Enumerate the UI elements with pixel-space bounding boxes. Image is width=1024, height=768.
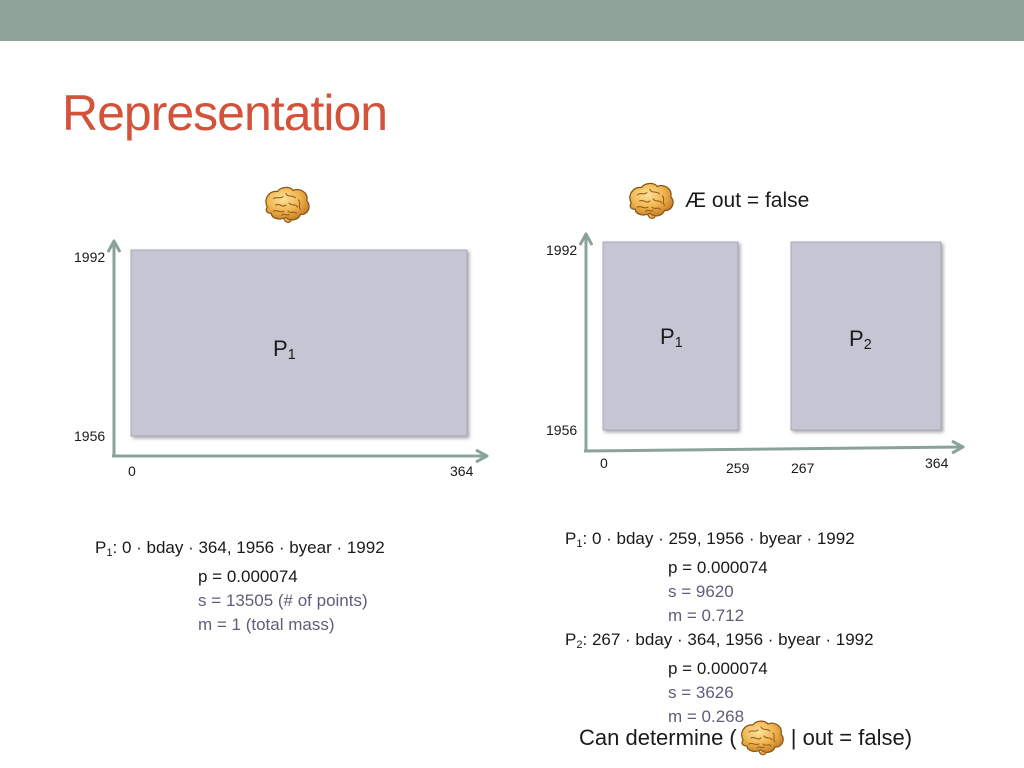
right-y-bottom-label: 1956 (546, 422, 578, 438)
bottom-statement: Can determine ( | out = false) (579, 718, 912, 758)
left-x-right-label: 364 (450, 463, 474, 479)
brain-icon (625, 180, 677, 222)
bottom-prefix: Can determine ( (579, 725, 737, 750)
left-desc-m: m = 1 (total mass) (198, 615, 335, 634)
right-region-label-p2: P2 (849, 326, 872, 353)
right-desc-p1-constraint: P1: 0 · bday · 259, 1956 · byear · 1992 (565, 529, 855, 550)
left-desc-s: s = 13505 (# of points) (198, 591, 368, 610)
right-desc-p1-s: s = 9620 (668, 582, 734, 601)
right-condition: Æ out = false (625, 180, 809, 222)
right-x-mid2-label: 267 (791, 460, 815, 476)
left-x-left-label: 0 (128, 463, 136, 479)
right-region-description: P1: 0 · bday · 259, 1956 · byear · 1992 … (565, 527, 874, 729)
bottom-suffix: | out = false) (790, 725, 913, 750)
right-desc-p2-constraint: P2: 267 · bday · 364, 1956 · byear · 199… (565, 630, 874, 651)
right-desc-p2-m: m = 0.268 (668, 707, 745, 726)
left-y-bottom-label: 1956 (74, 428, 106, 444)
right-region-box-p2 (790, 241, 942, 431)
right-desc-p1-p: p = 0.000074 (668, 558, 768, 577)
left-y-top-label: 1992 (74, 249, 106, 265)
right-x-left-label: 0 (600, 455, 608, 471)
brain-icon (737, 718, 787, 758)
right-x-mid1-label: 259 (726, 460, 750, 476)
right-x-axis (583, 447, 962, 451)
slide-top-bar (0, 0, 1024, 41)
right-desc-p2-s: s = 3626 (668, 683, 734, 702)
brain-icon (261, 184, 313, 226)
right-desc-p1-m: m = 0.712 (668, 606, 745, 625)
left-region-box (130, 249, 468, 437)
right-region-label-p1: P1 (660, 324, 683, 351)
left-region-label: P1 (273, 336, 296, 363)
condition-text: Æ out = false (685, 189, 810, 212)
right-region-box-p1 (602, 241, 739, 431)
right-desc-p2-p: p = 0.000074 (668, 659, 768, 678)
right-y-top-label: 1992 (546, 242, 578, 258)
right-x-right-label: 364 (925, 455, 949, 471)
left-desc-constraint: P1: 0 · bday · 364, 1956 · byear · 1992 (95, 538, 385, 559)
left-desc-p: p = 0.000074 (198, 567, 298, 586)
slide-title: Representation (62, 85, 388, 141)
left-region-description: P1: 0 · bday · 364, 1956 · byear · 1992 … (95, 536, 385, 637)
